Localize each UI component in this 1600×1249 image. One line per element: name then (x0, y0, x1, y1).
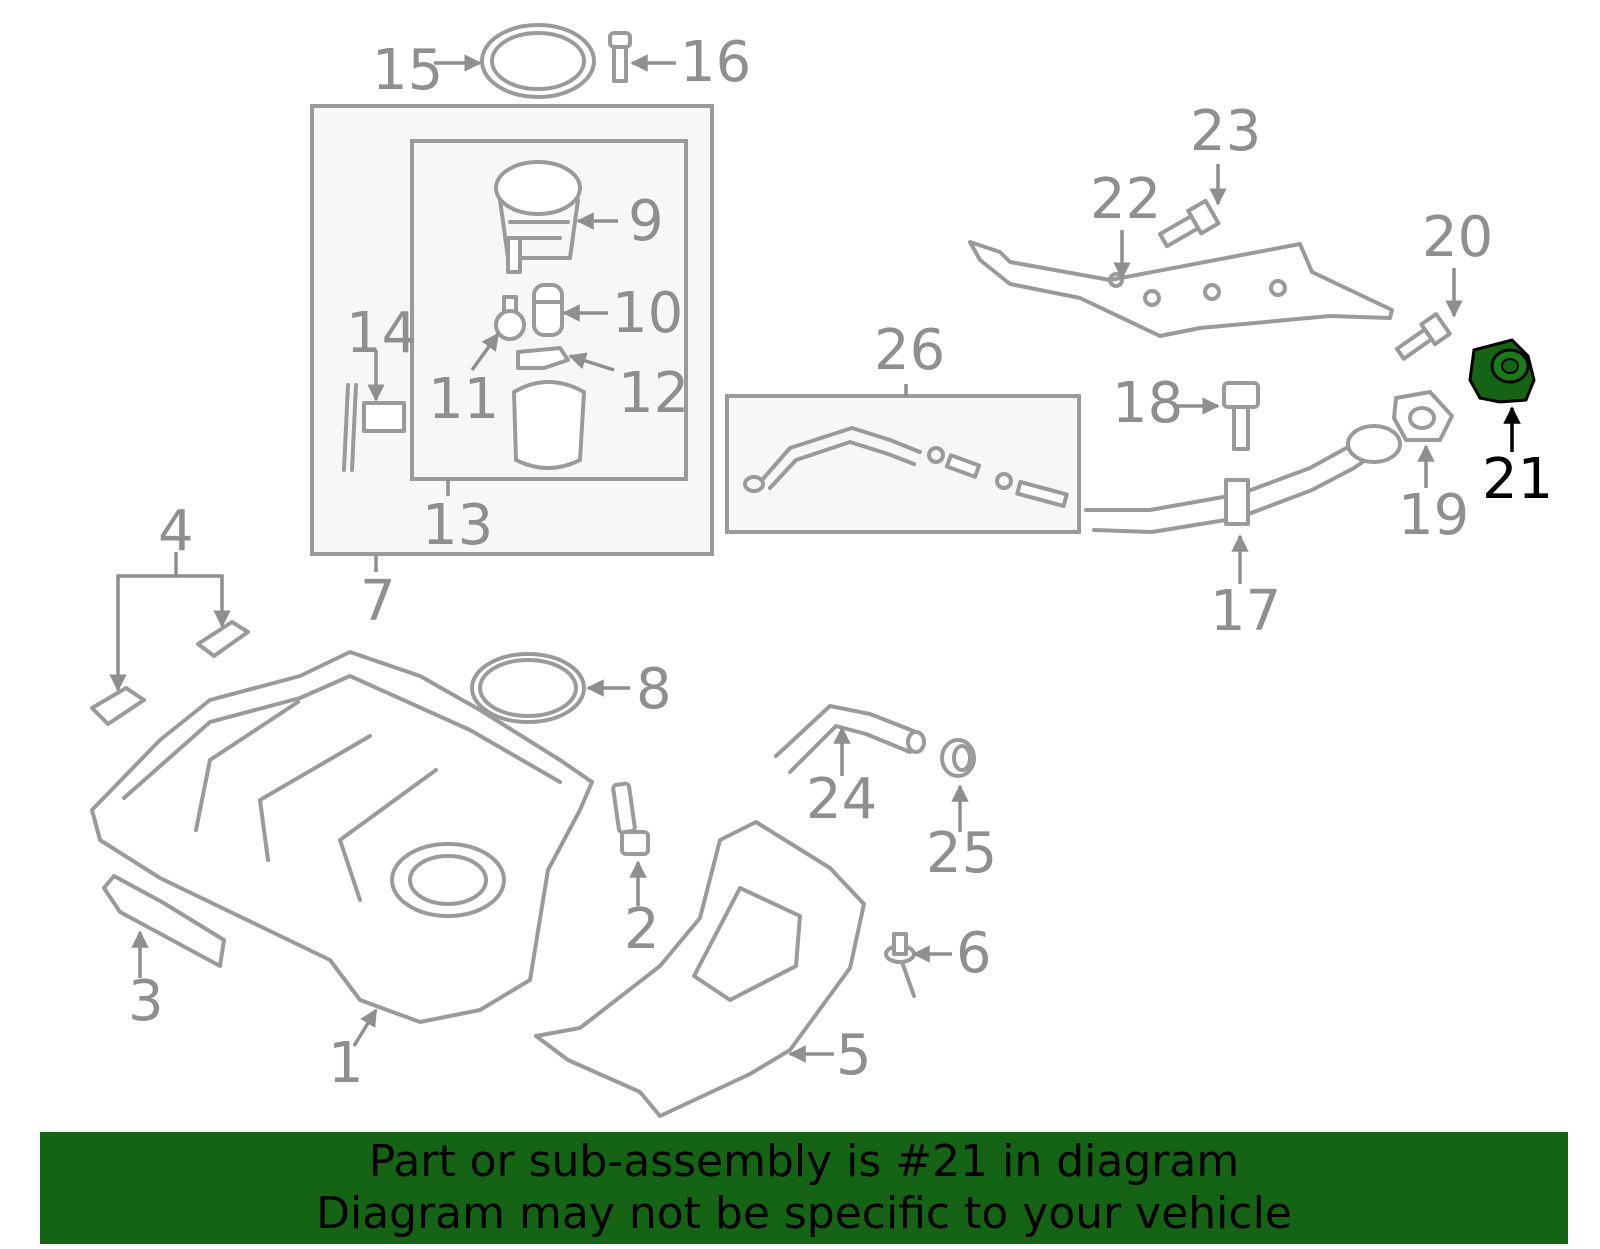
leader-lines (109, 54, 1521, 1063)
info-banner: Part or sub-assembly is #21 in diagram D… (40, 1132, 1568, 1244)
callout-7: 7 (360, 569, 396, 634)
part-24-hose[interactable] (774, 704, 926, 774)
callout-22: 22 (1090, 167, 1161, 232)
part-8-ring[interactable] (470, 652, 586, 724)
callout-9: 9 (628, 189, 664, 254)
callout-20: 20 (1422, 205, 1493, 270)
part-22-bracket[interactable] (968, 240, 1394, 338)
callout-10: 10 (612, 281, 683, 346)
part-4-pad-a[interactable] (196, 620, 250, 658)
callout-1: 1 (328, 1031, 364, 1096)
part-18-bolt[interactable] (1222, 381, 1260, 451)
callout-17: 17 (1210, 579, 1281, 644)
callout-8: 8 (636, 657, 672, 722)
part-6-clip[interactable] (884, 932, 916, 998)
callout-2: 2 (624, 897, 660, 962)
part-23-bolt[interactable] (1157, 198, 1221, 252)
banner-line-1: Part or sub-assembly is #21 in diagram (368, 1136, 1240, 1187)
part-20-bolt[interactable] (1393, 312, 1452, 363)
part-22-holes (1108, 272, 1287, 307)
callout-6: 6 (956, 921, 992, 986)
callout-18: 18 (1112, 371, 1183, 436)
callout-21: 21 (1482, 447, 1553, 512)
part-12-bracket[interactable] (516, 346, 570, 370)
part-17-filler-neck[interactable] (1084, 424, 1402, 534)
part-19-gasket[interactable] (1392, 390, 1454, 442)
part-3-strap[interactable] (102, 874, 226, 968)
callout-19: 19 (1398, 483, 1469, 548)
part-26-hose-assembly[interactable] (743, 426, 1069, 509)
callout-25: 25 (926, 821, 997, 886)
part-2-bolt[interactable] (611, 781, 650, 856)
part-11-regulator[interactable] (494, 295, 526, 341)
callout-26: 26 (874, 318, 945, 383)
part-21-fuel-cap[interactable] (1468, 338, 1536, 404)
part-25-clamp[interactable] (940, 738, 976, 778)
part-5-inner (692, 886, 802, 1002)
part-14-sender[interactable] (342, 383, 406, 472)
part-10-filter[interactable] (532, 283, 564, 337)
callout-4: 4 (158, 499, 194, 564)
part-4-pad-b[interactable] (90, 686, 146, 726)
callout-16: 16 (680, 30, 751, 95)
part-15-gasket[interactable] (480, 23, 596, 99)
callout-5: 5 (836, 1023, 872, 1088)
callout-12: 12 (618, 361, 689, 426)
part-16-screw[interactable] (608, 31, 632, 83)
part-13-cup[interactable] (512, 380, 586, 470)
banner-line-2: Diagram may not be specific to your vehi… (316, 1188, 1292, 1239)
part-9-fuel-pump[interactable] (494, 160, 582, 274)
callout-3: 3 (128, 969, 164, 1034)
part-5-shield[interactable] (534, 820, 866, 1118)
callout-11: 11 (428, 367, 499, 432)
callout-labels: 15 16 9 10 11 12 14 13 7 26 23 22 20 18 … (128, 30, 1553, 1096)
part-1-fuel-tank[interactable] (90, 650, 594, 1024)
callout-13: 13 (422, 493, 493, 558)
assembly-box-26 (725, 394, 1081, 534)
callout-14: 14 (346, 301, 417, 366)
callout-15: 15 (372, 38, 443, 103)
callout-23: 23 (1190, 99, 1261, 164)
callout-24: 24 (806, 767, 877, 832)
